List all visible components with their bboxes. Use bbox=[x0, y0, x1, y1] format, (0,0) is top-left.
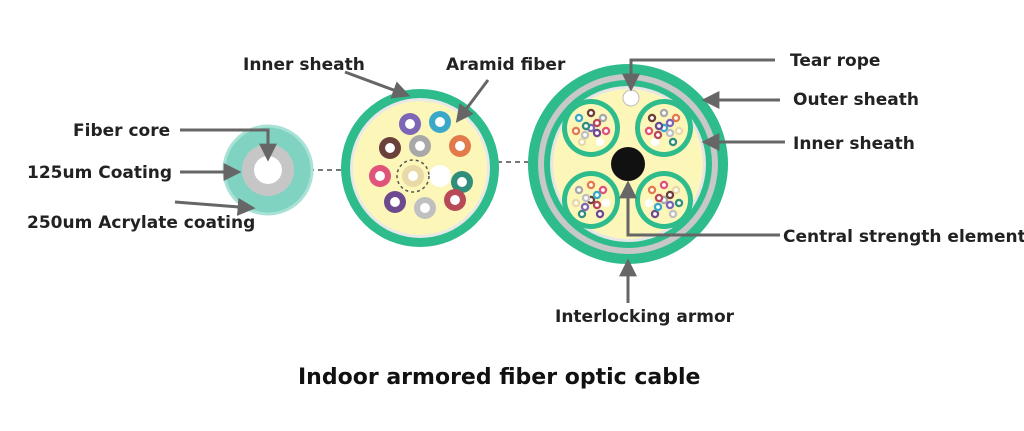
subunit-fiber bbox=[647, 113, 657, 123]
label-fiber-core: Fiber core bbox=[73, 121, 170, 141]
subunit-fiber bbox=[571, 126, 581, 136]
subunit-fiber bbox=[668, 209, 678, 219]
subunit-fiber bbox=[592, 118, 602, 128]
tight-buffer-fiber bbox=[429, 165, 451, 187]
tight-buffer-fiber bbox=[369, 165, 391, 187]
subunit-fiber bbox=[671, 113, 681, 123]
subunit-fiber bbox=[592, 128, 602, 138]
subunit-fiber bbox=[654, 121, 664, 131]
fiber-subunit bbox=[635, 99, 693, 157]
central-strength-member bbox=[611, 147, 645, 181]
subunit-fiber bbox=[598, 185, 608, 195]
subunit-fiber bbox=[654, 193, 664, 203]
subunit-fiber bbox=[592, 200, 602, 210]
callout-arrows bbox=[174, 58, 785, 303]
subunit-fiber bbox=[665, 190, 675, 200]
subunit-fiber bbox=[580, 202, 590, 212]
subunit-fiber bbox=[581, 193, 591, 203]
tight-buffer-fiber bbox=[409, 135, 431, 157]
subunit-fiber bbox=[601, 198, 611, 208]
tight-buffer-fiber bbox=[451, 171, 473, 193]
subunit-fiber bbox=[586, 180, 596, 190]
subunit-fiber bbox=[665, 118, 675, 128]
subunit-fiber bbox=[647, 185, 657, 195]
subunit-fiber bbox=[571, 198, 581, 208]
diagram-title: Indoor armored fiber optic cable bbox=[298, 365, 700, 390]
subunit-fiber bbox=[650, 137, 660, 147]
subunit-fiber bbox=[577, 137, 587, 147]
subunit-fiber bbox=[659, 180, 669, 190]
subunit-fiber bbox=[668, 137, 678, 147]
tight-buffer-fiber bbox=[379, 137, 401, 159]
subunit-fiber bbox=[592, 190, 602, 200]
subunit-fiber bbox=[601, 126, 611, 136]
subunit-fiber bbox=[577, 209, 587, 219]
label-outer-sheath: Outer sheath bbox=[793, 90, 919, 110]
tight-buffer-fiber bbox=[384, 191, 406, 213]
label-interlocking-armor: Interlocking armor bbox=[555, 307, 735, 327]
subunit-fiber bbox=[581, 121, 591, 131]
label-aramid-fiber: Aramid fiber bbox=[446, 55, 566, 75]
fiber-subunit bbox=[635, 171, 693, 229]
label-125um-coating: 125um Coating bbox=[27, 163, 172, 183]
tear-rope-circle bbox=[622, 89, 640, 107]
fiber-subunit bbox=[562, 171, 620, 229]
subunit-fiber bbox=[586, 108, 596, 118]
tight-buffer-fiber bbox=[399, 113, 421, 135]
subunit-fiber bbox=[595, 137, 605, 147]
label-central-strength-element: Central strength element bbox=[783, 227, 1024, 247]
subunit-fiber bbox=[674, 198, 684, 208]
tight-buffer-fiber bbox=[449, 135, 471, 157]
subunit-fiber bbox=[574, 113, 584, 123]
inner-cable-cross-section bbox=[341, 89, 499, 247]
tight-buffer-fiber bbox=[444, 189, 466, 211]
subunit-fiber bbox=[653, 202, 663, 212]
subunit-fiber bbox=[574, 185, 584, 195]
subunit-fiber bbox=[598, 113, 608, 123]
subunit-fiber bbox=[580, 130, 590, 140]
label-inner-sheath-left: Inner sheath bbox=[243, 55, 365, 75]
fiber-subunit bbox=[562, 99, 620, 157]
armored-cable-cross-section bbox=[528, 64, 728, 264]
subunit-fiber bbox=[653, 130, 663, 140]
subunit-fiber bbox=[644, 126, 654, 136]
subunit-fiber bbox=[659, 108, 669, 118]
label-250um-acrylate-coating: 250um Acrylate coating bbox=[27, 213, 255, 233]
subunit-fiber bbox=[644, 198, 654, 208]
label-inner-sheath-right: Inner sheath bbox=[793, 134, 915, 154]
label-tear-rope: Tear rope bbox=[790, 51, 880, 71]
subunit-fiber bbox=[674, 126, 684, 136]
subunit-fiber bbox=[595, 209, 605, 219]
subunit-fiber bbox=[665, 128, 675, 138]
subunit-fiber bbox=[671, 185, 681, 195]
tight-buffer-fiber bbox=[429, 111, 451, 133]
fiber-cross-section bbox=[222, 124, 314, 216]
subunit-fiber bbox=[665, 200, 675, 210]
tight-buffer-fiber bbox=[414, 197, 436, 219]
subunit-fiber bbox=[650, 209, 660, 219]
tight-buffer-fiber bbox=[402, 165, 424, 187]
